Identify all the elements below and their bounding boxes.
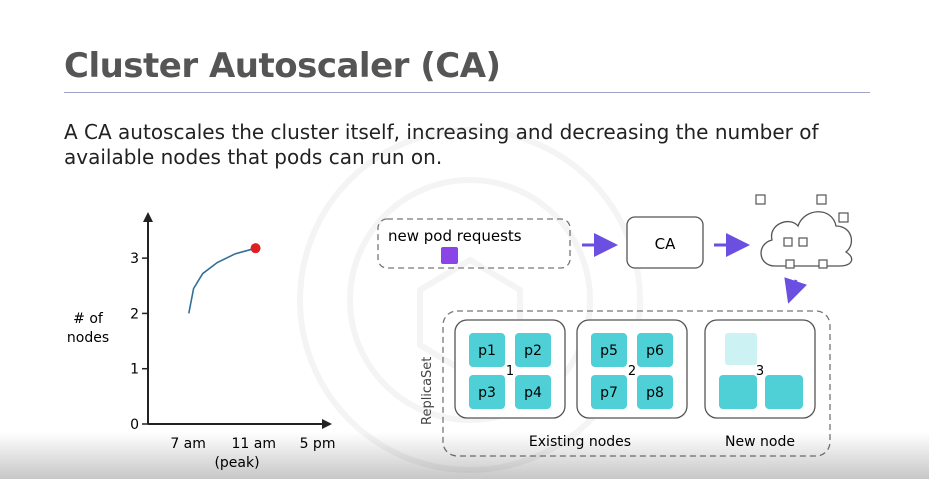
pod-label: p8 <box>646 385 664 401</box>
y-axis-arrow-icon <box>143 212 153 222</box>
pod-p8 <box>637 375 673 409</box>
pod-request-icon <box>441 247 458 264</box>
pod-label: p1 <box>478 343 496 359</box>
replicaset-label: ReplicaSet <box>420 357 435 425</box>
cloud-pod-squares <box>755 194 849 269</box>
pod-p3 <box>469 375 505 409</box>
pod-label: p4 <box>524 385 542 401</box>
y-axis-label-line-2: nodes <box>67 330 109 346</box>
title-divider <box>64 92 870 93</box>
pod-label: p3 <box>478 385 496 401</box>
pod-requests-box <box>377 218 571 269</box>
nodes-over-time-chart: 0 1 2 3 7 am 11 am 5 pm # of nodes (peak) <box>67 212 336 471</box>
pod-label: p7 <box>600 385 618 401</box>
ca-label: CA <box>655 235 676 253</box>
y-axis-label-line-1: # of <box>73 311 104 327</box>
pending-pod-slot <box>725 333 757 365</box>
watermark-logo <box>297 127 643 473</box>
x-tick-label: 5 pm <box>300 436 336 452</box>
ca-box <box>626 216 704 269</box>
x-tick-label: 7 am <box>170 436 206 452</box>
node-number: 3 <box>756 364 764 379</box>
slide-body: A CA autoscales the cluster itself, incr… <box>64 120 819 169</box>
pod-label: p5 <box>600 343 618 359</box>
existing-nodes-label: Existing nodes <box>529 434 631 450</box>
slide-title: Cluster Autoscaler (CA) <box>64 46 501 86</box>
pod-p2 <box>515 333 551 367</box>
new-node-pod <box>719 375 757 409</box>
y-tick-label: 1 <box>130 362 139 378</box>
pod-label: p6 <box>646 343 664 359</box>
pod-requests-label: new pod requests <box>388 227 522 245</box>
pod-p7 <box>591 375 627 409</box>
node-number: 2 <box>628 364 636 379</box>
peak-point <box>250 243 261 254</box>
pod-p1 <box>469 333 505 367</box>
pod-p5 <box>591 333 627 367</box>
y-tick-label: 2 <box>130 306 139 322</box>
x-axis-arrow-icon <box>322 419 332 429</box>
y-tick-label: 3 <box>130 251 139 267</box>
new-node-pod <box>765 375 803 409</box>
series-line <box>188 247 256 314</box>
arrow-down-icon <box>784 277 808 304</box>
x-tick-label: 11 am <box>231 436 275 452</box>
pod-label: p2 <box>524 343 542 359</box>
new-node-label: New node <box>725 434 795 450</box>
peak-label: (peak) <box>214 455 259 471</box>
pod-p6 <box>637 333 673 367</box>
pod-p4 <box>515 375 551 409</box>
y-tick-label: 0 <box>130 417 139 433</box>
node-number: 1 <box>506 364 514 379</box>
